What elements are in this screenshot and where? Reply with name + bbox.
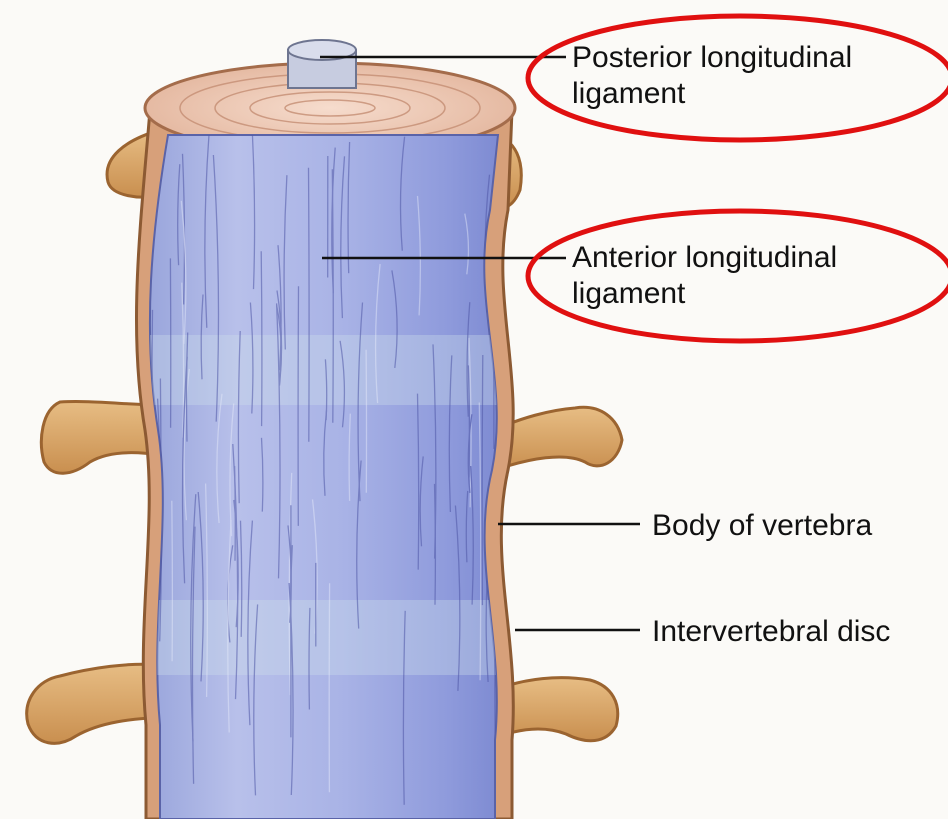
disc-label-text: Intervertebral disc: [652, 615, 890, 648]
ligament-fiber: [172, 501, 173, 661]
ligament-fiber: [482, 355, 483, 605]
posterior-label-line1: Posterior longitudinal: [572, 40, 852, 76]
lower-left-process: [27, 664, 160, 743]
anterior-longitudinal-ligament-label: Anterior longitudinal ligament: [572, 240, 837, 312]
anterior-label-line2: ligament: [572, 276, 837, 312]
anterior-label-line1: Anterior longitudinal: [572, 240, 837, 276]
body-of-vertebra-label: Body of vertebra: [652, 508, 872, 544]
body-label-text: Body of vertebra: [652, 509, 872, 542]
posterior-label-line2: ligament: [572, 76, 852, 112]
posterior-ligament-stub: [288, 40, 356, 88]
posterior-longitudinal-ligament-label: Posterior longitudinal ligament: [572, 40, 852, 112]
ligament-fiber: [309, 168, 310, 442]
intervertebral-disc-label: Intervertebral disc: [652, 614, 890, 650]
anterior-longitudinal-ligament: [140, 130, 520, 819]
ligament-fiber: [261, 251, 262, 426]
